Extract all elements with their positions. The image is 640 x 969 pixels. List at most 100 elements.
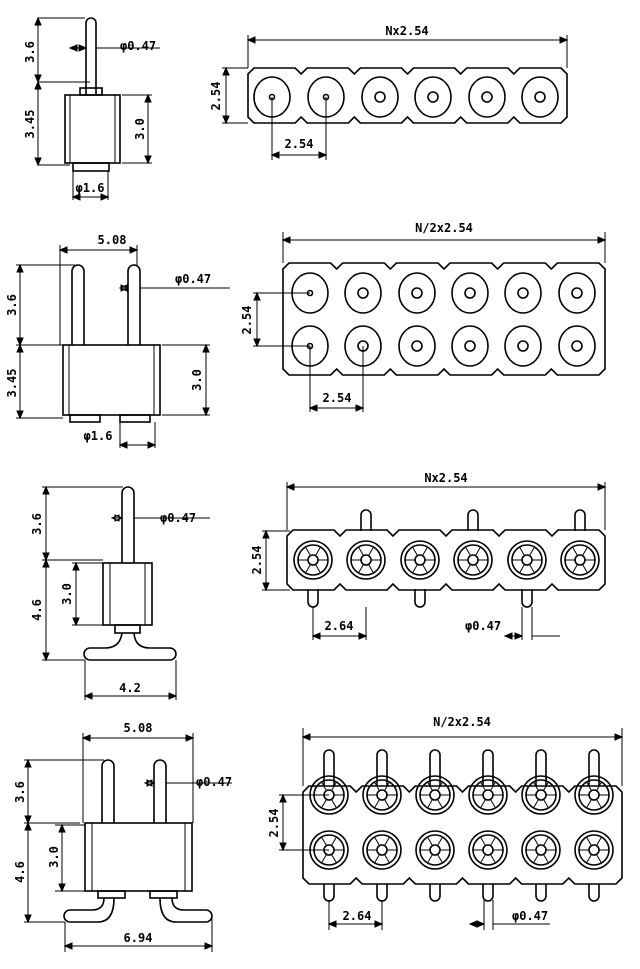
contact-spring bbox=[384, 836, 390, 846]
contact-hole bbox=[468, 76, 506, 118]
contact-spring bbox=[480, 854, 486, 864]
dim-pitch: 2.54 bbox=[323, 391, 352, 405]
contact-spring bbox=[427, 854, 433, 864]
arrowhead bbox=[281, 236, 607, 244]
insulator-body bbox=[62, 344, 161, 416]
contact-center bbox=[411, 340, 423, 352]
contact-hole bbox=[507, 540, 547, 580]
arrowhead bbox=[503, 632, 524, 640]
contact-center bbox=[360, 554, 372, 566]
contact-spring bbox=[519, 546, 525, 556]
contact-spring bbox=[475, 546, 481, 556]
arrowhead bbox=[270, 151, 328, 159]
arrowhead bbox=[222, 66, 230, 125]
contact-spring bbox=[572, 546, 578, 556]
dim-width: 2.54 bbox=[209, 82, 223, 111]
pin bbox=[71, 264, 85, 345]
pin bbox=[482, 884, 494, 902]
base-boss bbox=[72, 162, 110, 172]
contact-center bbox=[517, 287, 529, 299]
arrowhead bbox=[301, 733, 624, 741]
arrowhead bbox=[42, 485, 50, 562]
contact-spring bbox=[586, 781, 592, 791]
arrowhead bbox=[308, 404, 365, 412]
dim-pin-length: 3.6 bbox=[30, 513, 44, 535]
dim-pitch: 2.64 bbox=[343, 909, 372, 923]
pin bbox=[482, 749, 494, 786]
pin bbox=[429, 749, 441, 786]
dim-total-length: Nx2.54 bbox=[424, 471, 467, 485]
contact-spring bbox=[480, 781, 486, 791]
contact-spring bbox=[321, 799, 327, 809]
contact-spring bbox=[331, 836, 337, 846]
contact-spring bbox=[374, 854, 380, 864]
contact-spring bbox=[543, 854, 549, 864]
dim-pin-diameter: φ0.47 bbox=[196, 775, 232, 789]
contact-spring bbox=[331, 781, 337, 791]
contact-spring bbox=[368, 564, 374, 574]
dim-foot-span: 6.94 bbox=[124, 931, 153, 945]
contact-center bbox=[464, 340, 476, 352]
arrowhead bbox=[72, 561, 80, 627]
contact-hole bbox=[344, 272, 382, 314]
contact-spring bbox=[437, 799, 443, 809]
pin bbox=[101, 759, 115, 823]
contact-hole bbox=[521, 830, 561, 870]
arrowhead bbox=[253, 291, 261, 348]
contact-spring bbox=[422, 546, 428, 556]
pin bbox=[85, 17, 97, 95]
contact-spring bbox=[596, 854, 602, 864]
smt-lead bbox=[63, 897, 115, 923]
contact-spring bbox=[331, 799, 337, 809]
contact-spring bbox=[480, 836, 486, 846]
contact-spring bbox=[582, 546, 588, 556]
dim-pin-length: 3.6 bbox=[23, 41, 37, 63]
arrowhead bbox=[81, 734, 195, 742]
dim-insulator-height: 3.0 bbox=[190, 369, 204, 391]
contact-center bbox=[535, 789, 547, 801]
arrowhead bbox=[144, 93, 152, 165]
contact-spring bbox=[519, 564, 525, 574]
contact-hole bbox=[398, 272, 436, 314]
contact-hole bbox=[414, 76, 452, 118]
smt-lead bbox=[159, 897, 213, 923]
pin bbox=[521, 589, 533, 608]
contact-hole bbox=[504, 325, 542, 367]
contact-spring bbox=[543, 799, 549, 809]
contact-center bbox=[429, 789, 441, 801]
contact-spring bbox=[572, 564, 578, 574]
contact-center bbox=[467, 554, 479, 566]
contact-center bbox=[534, 91, 546, 103]
contact-hole bbox=[453, 540, 493, 580]
base-boss bbox=[97, 890, 126, 899]
arrowhead bbox=[246, 36, 569, 44]
contact-spring bbox=[427, 799, 433, 809]
dim-pitch: 2.64 bbox=[325, 619, 354, 633]
pin bbox=[127, 264, 141, 345]
base-boss bbox=[114, 624, 141, 634]
insulator-body bbox=[84, 822, 193, 892]
pin bbox=[467, 509, 479, 531]
arrowhead bbox=[202, 343, 210, 417]
contact-spring bbox=[358, 564, 364, 574]
contact-spring bbox=[384, 799, 390, 809]
arrowhead bbox=[24, 821, 32, 924]
contact-hole bbox=[362, 830, 402, 870]
arrowhead bbox=[63, 942, 214, 950]
contact-spring bbox=[437, 854, 443, 864]
contact-spring bbox=[586, 854, 592, 864]
dim-insulator-height: 3.0 bbox=[133, 118, 147, 140]
contact-spring bbox=[437, 781, 443, 791]
contact-spring bbox=[480, 799, 486, 809]
pin-collar bbox=[79, 87, 103, 96]
base-boss bbox=[119, 414, 151, 423]
arrowhead bbox=[327, 920, 384, 928]
arrowhead bbox=[118, 284, 130, 292]
insulator-strip bbox=[302, 785, 623, 885]
dim-insulator-height: 3.0 bbox=[60, 583, 74, 605]
contact-spring bbox=[305, 564, 311, 574]
contact-hole bbox=[574, 830, 614, 870]
contact-hole bbox=[398, 325, 436, 367]
contact-spring bbox=[315, 546, 321, 556]
contact-center bbox=[571, 287, 583, 299]
